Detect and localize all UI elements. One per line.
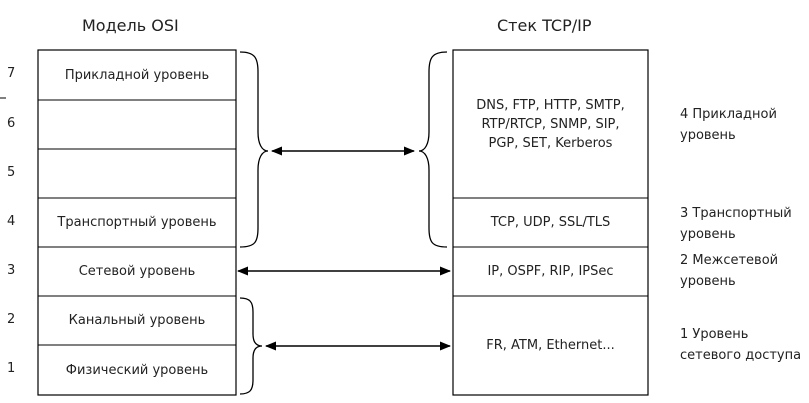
- level-line: 4 Прикладной: [680, 107, 777, 122]
- protocol-line: DNS, FTP, HTTP, SMTP,: [476, 97, 625, 113]
- tcpip-level-label: 3 Транспортный уровень: [680, 203, 792, 245]
- osi-column: [37, 49, 237, 396]
- tcpip-level-label: 1 Уровень сетевого доступа: [680, 324, 809, 366]
- tcpip-transport-protocols: TCP, UDP, SSL/TLS: [490, 215, 611, 230]
- tcpip-internet-protocols: IP, OSPF, RIP, IPSec: [487, 264, 614, 279]
- protocol-line: PGP, SET, Kerberos: [488, 135, 613, 151]
- osi-layer-number: 1: [7, 361, 16, 376]
- level-line: уровень: [680, 128, 736, 143]
- osi-layer-number: 3: [7, 263, 16, 278]
- level-line: сетевого доступа: [680, 348, 802, 363]
- tcpip-application-protocols: DNS, FTP, HTTP, SMTP, RTP/RTCP, SNMP, SI…: [453, 50, 648, 198]
- osi-lower-brace: [239, 297, 263, 395]
- level-line: 2 Межсетевой: [680, 253, 779, 268]
- osi-layer-label: Канальный уровень: [68, 313, 206, 328]
- osi-heading: Модель OSI: [82, 16, 179, 35]
- osi-layer-number: 7: [7, 66, 16, 81]
- osi-layer-number: 4: [7, 214, 16, 229]
- osi-layer-label: [38, 100, 236, 149]
- osi-layer-label: [38, 149, 236, 198]
- osi-layer-label: Транспортный уровень: [57, 215, 217, 230]
- level-line: уровень: [680, 227, 736, 242]
- osi-layer-number: 6: [7, 116, 16, 131]
- osi-layer-label: Сетевой уровень: [78, 264, 196, 279]
- protocol-line: RTP/RTCP, SNMP, SIP,: [481, 116, 620, 132]
- tcpip-column: [452, 49, 649, 396]
- tcpip-level-label: 2 Межсетевой уровень: [680, 250, 778, 292]
- tcpip-heading: Стек TCP/IP: [497, 16, 592, 35]
- osi-layer-number: 2: [7, 312, 16, 327]
- level-line: 3 Транспортный: [680, 206, 792, 221]
- osi-upper-brace: [239, 51, 269, 248]
- tcpip-upper-brace: [418, 51, 448, 248]
- osi-layer-label: Прикладной уровень: [64, 67, 210, 83]
- tcpip-level-label: 4 Прикладной уровень: [680, 104, 777, 146]
- level-line: 1 Уровень: [680, 327, 749, 342]
- level-line: уровень: [680, 274, 736, 289]
- tcpip-network-access-protocols: FR, ATM, Ethernet...: [486, 338, 615, 353]
- osi-layer-number: 5: [7, 165, 16, 180]
- osi-layer-label: Физический уровень: [65, 362, 209, 378]
